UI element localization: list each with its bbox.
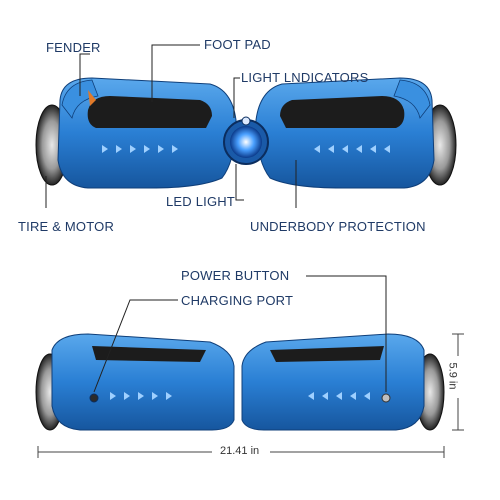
bottom-left-chevrons [110, 392, 172, 400]
height-dimension-line [452, 333, 464, 431]
charging-port [89, 393, 99, 403]
label-underbody-protection: UNDERBODY PROTECTION [250, 219, 426, 234]
bottom-view-hoverboard [35, 333, 445, 431]
right-chevrons [314, 145, 390, 153]
width-dimension-label: 21.41 in [220, 445, 260, 457]
left-fender-accent [88, 90, 96, 106]
label-charging-port: CHARGING PORT [181, 293, 294, 308]
bottom-leader-lines [93, 275, 387, 393]
top-view-hoverboard [35, 77, 457, 189]
left-foot-pad [87, 96, 212, 128]
left-pad-bottom [92, 346, 206, 362]
label-light-indicators: LIGHT LNDICATORS [241, 70, 369, 85]
label-led-light: LED LIGHT [166, 194, 235, 209]
light-indicator [241, 116, 251, 126]
width-dimension-line [37, 446, 445, 458]
bottom-right-chevrons [308, 392, 370, 400]
height-dimension-label: 5.9 in [446, 362, 459, 390]
right-pad-bottom [270, 346, 384, 362]
left-fender [61, 79, 99, 119]
top-leader-lines [45, 44, 297, 208]
label-tire-motor: TIRE & MOTOR [18, 219, 115, 234]
right-fender [393, 79, 431, 119]
label-foot-pad: FOOT PAD [204, 37, 271, 52]
left-chevrons [102, 145, 178, 153]
led-ring [230, 126, 262, 158]
label-fender: FENDER [46, 40, 101, 55]
right-foot-pad [280, 96, 405, 128]
power-button [381, 393, 391, 403]
label-power-button: POWER BUTTON [181, 268, 290, 283]
